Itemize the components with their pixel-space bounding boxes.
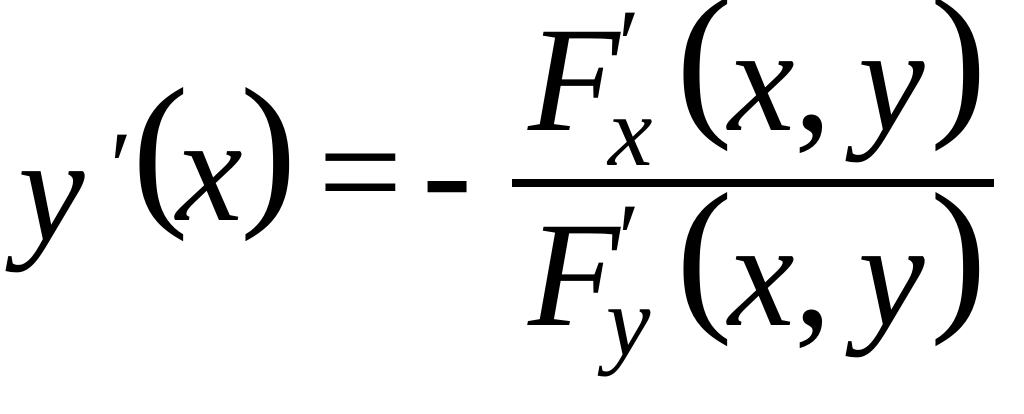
denominator-close-paren: ) (930, 159, 987, 347)
denominator-arg2: y (845, 192, 925, 358)
denominator-subscript: y (597, 266, 651, 377)
equals-sign: = (318, 89, 403, 255)
lhs-func: y (5, 107, 85, 273)
minus-sign: - (422, 89, 472, 255)
numerator-arg2: y (845, 0, 925, 163)
denominator-comma: , (794, 192, 832, 358)
lhs-open-paren: ( (132, 54, 189, 242)
denominator-open-paren: ( (676, 159, 733, 347)
denominator-func: F (527, 192, 621, 358)
lhs-var: x (174, 87, 243, 253)
numerator-subscript: x (606, 76, 652, 187)
fraction-bar (512, 179, 994, 187)
numerator-close-paren: ) (930, 0, 987, 152)
numerator-func: F (527, 0, 621, 163)
lhs-prime: ′ (110, 111, 132, 222)
lhs-close-paren: ) (240, 54, 297, 242)
numerator-arg1: x (726, 0, 795, 163)
numerator-prime: ′ (618, 0, 640, 100)
lhs: y ′ ( x ) (5, 54, 297, 273)
denominator-arg1: x (726, 192, 795, 358)
denominator: F ′ y ( x , y ) (527, 159, 987, 377)
denominator-prime: ′ (618, 183, 640, 294)
numerator-comma: , (794, 0, 832, 163)
numerator-open-paren: ( (676, 0, 733, 152)
numerator: F ′ x ( x , y ) (527, 0, 987, 187)
